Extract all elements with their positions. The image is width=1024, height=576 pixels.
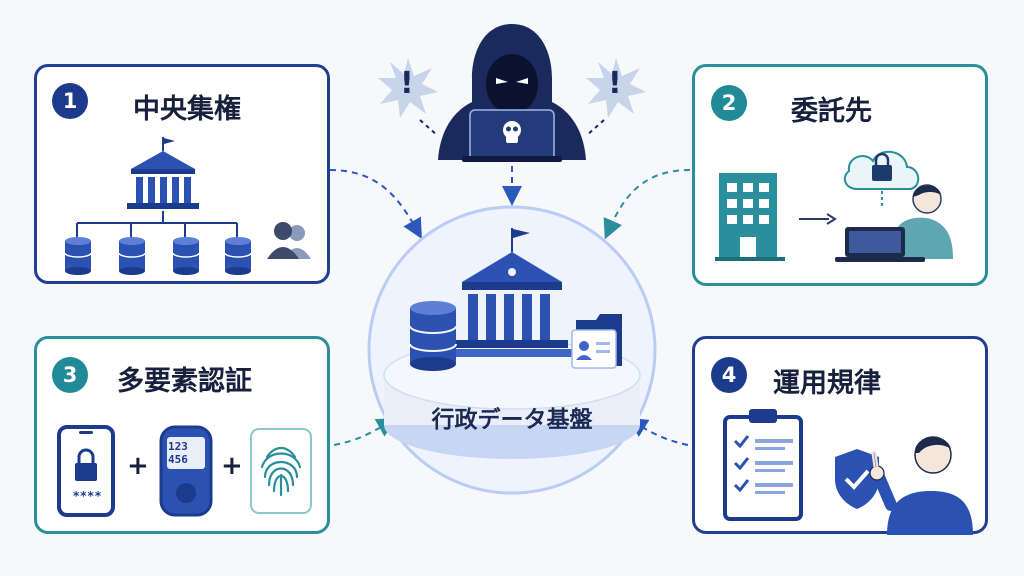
centralized-structure-icon bbox=[64, 137, 311, 275]
plus-sign-1: + bbox=[127, 451, 149, 481]
smartphone-lock-icon bbox=[57, 425, 115, 517]
person-laptop-icon bbox=[835, 184, 953, 262]
card-1-title: 中央集権 bbox=[133, 94, 241, 125]
pin-mask: **** bbox=[73, 489, 103, 503]
card-3-title: 多要素認証 bbox=[117, 366, 252, 397]
alert-right-mark: ! bbox=[608, 66, 622, 101]
card-operational-discipline: 4 運用規律 bbox=[692, 336, 988, 535]
office-building-icon bbox=[715, 173, 785, 261]
card-outsourcing: 2 委託先 bbox=[692, 64, 988, 286]
card-mfa: 3 多要素認証 **** + 123 456 + bbox=[34, 336, 330, 534]
alert-burst-right-icon bbox=[586, 58, 646, 118]
database-icon bbox=[172, 237, 200, 275]
arrow-right-icon bbox=[799, 213, 837, 225]
fingerprint-icon bbox=[250, 428, 312, 514]
hacker-icon bbox=[438, 24, 586, 162]
database-icon bbox=[224, 237, 252, 275]
card-centralization: 1 中央集権 bbox=[34, 64, 330, 284]
operational-illustration bbox=[723, 409, 973, 535]
card-3-number-badge: 3 bbox=[52, 357, 88, 393]
outsourcing-illustration bbox=[715, 151, 953, 262]
alert-burst-left-icon bbox=[378, 58, 438, 118]
arrow-card1-to-center bbox=[329, 169, 422, 239]
shield-check-icon bbox=[835, 449, 879, 509]
arrow-card4-to-center bbox=[627, 417, 689, 446]
otp-token-icon bbox=[159, 425, 213, 517]
alert-left-mark: ! bbox=[400, 66, 414, 101]
otp-code-top: 123 bbox=[168, 440, 188, 453]
document-folder-icon bbox=[571, 314, 622, 369]
database-icon bbox=[118, 237, 146, 275]
users-group-icon bbox=[267, 222, 311, 259]
card-1-number-badge: 1 bbox=[52, 83, 88, 119]
checklist-clipboard-icon bbox=[723, 409, 803, 521]
arrow-card2-to-center bbox=[603, 169, 691, 240]
plus-sign-2: + bbox=[221, 451, 243, 481]
database-icon bbox=[409, 301, 457, 371]
skull-icon bbox=[503, 121, 521, 143]
card-4-title: 運用規律 bbox=[773, 368, 881, 399]
person-pointing-icon bbox=[869, 436, 973, 535]
otp-code-bottom: 456 bbox=[168, 453, 188, 466]
card-2-title: 委託先 bbox=[791, 96, 872, 127]
database-icon bbox=[64, 237, 92, 275]
center-platform-label: 行政データ基盤 bbox=[431, 407, 593, 433]
government-building-icon bbox=[462, 252, 562, 282]
card-4-number-badge: 4 bbox=[711, 357, 747, 393]
card-2-number-badge: 2 bbox=[711, 85, 747, 121]
cloud-lock-icon bbox=[843, 151, 920, 207]
